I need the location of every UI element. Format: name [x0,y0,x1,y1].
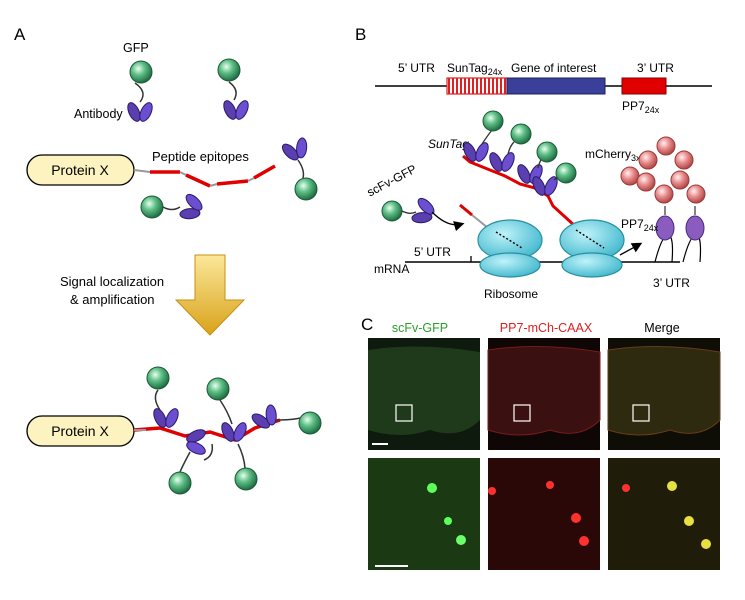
mcherry-label: mCherry3x [585,147,641,163]
pp7-protein [655,215,675,241]
peptide-chain-bound [133,418,281,442]
gfp-ball [510,123,532,145]
gene-box [506,77,606,95]
gfp-ball [206,377,230,401]
protein-x-bottom-label: Protein X [51,423,109,439]
micrograph-red-zoom [488,458,600,570]
pp7-label: PP724x [621,217,659,233]
gfp-ball [482,110,504,132]
panel-b-letter: B [355,25,366,44]
protein-x-label: Protein X [51,162,109,178]
panel-c: C scFv-GFP PP7-mCh-CAAX Merge [361,315,721,570]
gfp-ball [381,200,403,222]
signal-label-line1: Signal localization [60,274,164,289]
antibody-gfp-complex [140,189,209,227]
gfp-ball [129,60,153,84]
gfp-ball [536,141,558,163]
gfp-ball [140,195,164,219]
panel-b: B 5’ UTR SunTag24x Gene of interest 3’ U… [355,25,712,301]
suntag-label: SunTag [428,137,469,151]
micrograph-merge-top [607,338,721,450]
pp7-protein [685,215,705,241]
antibody-gfp-complex [277,133,318,201]
antibody-gfp-complex [124,60,156,124]
col-label-scfv-gfp: scFv-GFP [392,321,448,335]
ribosome-label: Ribosome [484,287,538,301]
ribosome-1 [477,219,543,278]
gfp-ball [298,411,322,435]
gfp-label: GFP [123,41,149,55]
construct-suntag: SunTag24x [447,61,503,77]
construct-3utr: 3’ UTR [637,61,674,75]
gfp-ball [234,467,258,491]
pp7-box [621,77,667,95]
suntag-box [446,77,508,95]
mcherry-cluster [620,136,706,204]
amplification-arrow [174,254,246,336]
micrograph-red-top [487,338,601,450]
mrna-3utr: 3’ UTR [653,276,690,290]
gfp-ball [168,471,192,495]
construct-5utr: 5’ UTR [398,61,435,75]
construct-pp7: PP724x [622,99,660,115]
signal-label-line2: & amplification [70,292,155,307]
col-label-pp7: PP7-mCh-CAAX [500,321,593,335]
peptide-epitopes-label: Peptide epitopes [152,149,249,164]
gfp-ball [146,366,170,390]
panel-a-letter: A [14,25,26,44]
ribosome-2 [559,219,625,278]
mrna-label: mRNA [374,262,409,276]
gfp-ball [294,177,318,201]
panel-a: A GFP Antibody Protein X Peptide epitope… [14,25,322,495]
suntag-chain [462,154,577,228]
gfp-ball [555,162,577,184]
micrograph-merge-zoom [608,458,720,570]
gfp-ball [217,58,241,82]
col-label-merge: Merge [644,321,679,335]
peptide-chain [133,169,151,173]
antibody-label: Antibody [74,107,123,121]
micrograph-green-zoom [368,458,480,570]
translation-arrow [619,242,643,256]
panel-c-letter: C [361,315,373,334]
antibody-gfp-complex [217,58,252,122]
binding-arrow [431,211,465,232]
mrna-5utr: 5’ UTR [414,245,451,259]
construct-gene: Gene of interest [511,61,597,75]
scfv-gfp-label: scFv-GFP [365,162,419,200]
micrograph-green-top [368,338,480,450]
